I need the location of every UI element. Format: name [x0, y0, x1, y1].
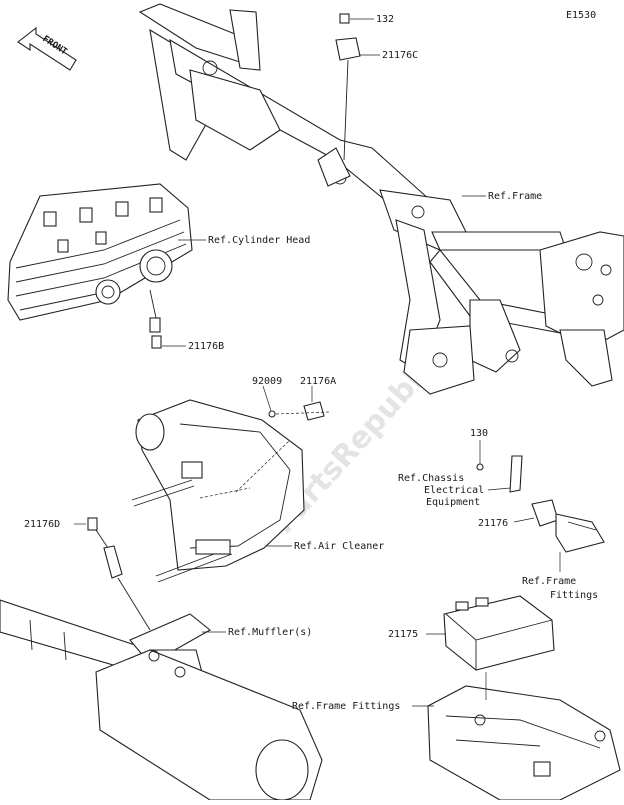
sensor-21176a-drawing — [268, 401, 331, 421]
ref-frame-label: Ref.Frame — [488, 191, 542, 202]
ref-cylinder-head-label: Ref.Cylinder Head — [208, 235, 310, 246]
callout-21176c: 21176C — [382, 50, 418, 61]
ref-frame-fittings-label-2: Fittings — [550, 590, 598, 601]
ref-frame-fittings-lower-label: Ref.Frame Fittings — [292, 701, 400, 712]
bracket-130-drawing — [476, 455, 523, 493]
sensor-21176c-drawing — [317, 13, 361, 187]
ref-chassis-label-2: Electrical — [424, 485, 484, 496]
ecu-bracket-drawing — [427, 685, 621, 801]
callout-21176a: 21176A — [300, 376, 336, 387]
ref-frame-fittings-label-1: Ref.Frame — [522, 576, 576, 587]
callout-21176d: 21176D — [24, 519, 60, 530]
muffler-drawing — [0, 599, 323, 801]
ref-chassis-label-1: Ref.Chassis — [398, 473, 464, 484]
ref-chassis-label-3: Equipment — [426, 497, 480, 508]
diagram-code: E1530 — [566, 10, 596, 21]
callout-21175: 21175 — [388, 629, 418, 640]
sensor-21176-drawing — [531, 499, 605, 553]
ref-muffler-label: Ref.Muffler(s) — [228, 627, 312, 638]
callout-21176b: 21176B — [188, 341, 224, 352]
ecu-21175-drawing — [443, 595, 555, 671]
ref-air-cleaner-label: Ref.Air Cleaner — [294, 541, 384, 552]
callout-92009: 92009 — [252, 376, 282, 387]
callout-132-top: 132 — [376, 14, 394, 25]
cylinder-head-drawing — [7, 183, 193, 349]
air-cleaner-drawing — [131, 399, 305, 583]
callout-130: 130 — [470, 428, 488, 439]
frame-drawing — [138, 3, 624, 395]
callout-21176: 21176 — [478, 518, 508, 529]
front-arrow-icon: FRONT — [17, 26, 77, 71]
sensor-21176d-drawing — [87, 517, 151, 631]
